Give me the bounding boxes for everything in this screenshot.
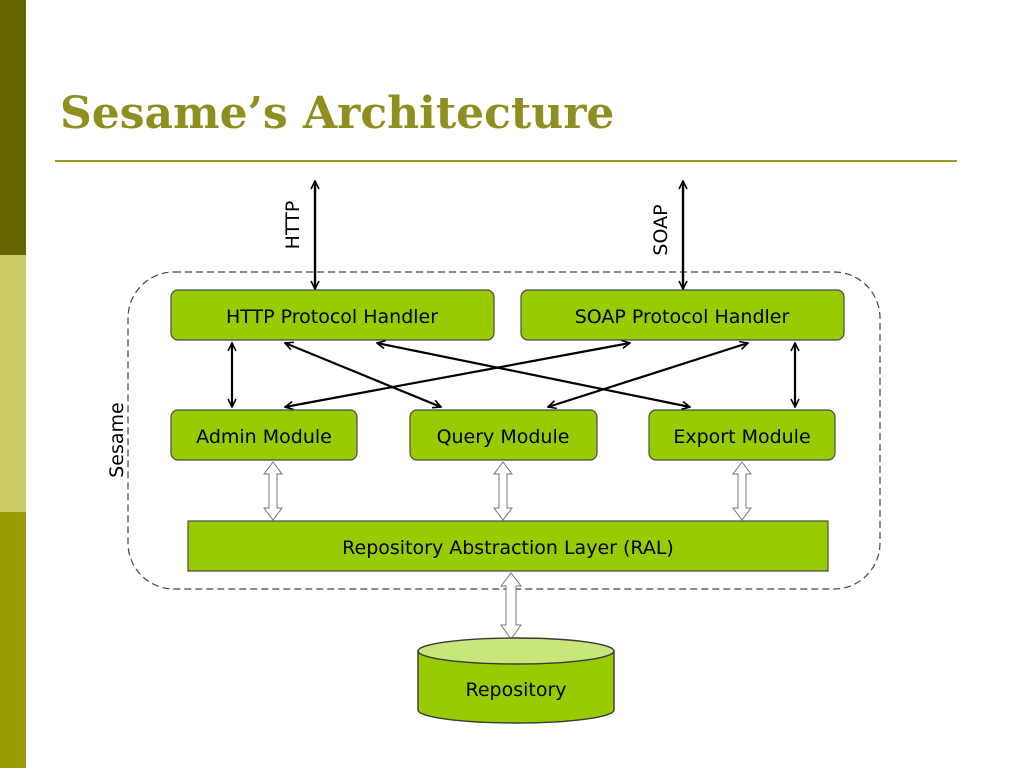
repository-abstraction-layer: Repository Abstraction Layer (RAL) (187, 520, 829, 572)
soap-interface-label: SOAP (650, 204, 672, 255)
repository-cylinder: Repository (417, 637, 615, 724)
arrow-ral-repository (499, 572, 523, 640)
http-handler-label: HTTP Protocol Handler (226, 306, 438, 328)
arrow-http-export (377, 343, 690, 407)
export-module: Export Module (648, 409, 836, 461)
admin-module: Admin Module (170, 409, 358, 461)
repository-label: Repository (465, 679, 566, 701)
slide-title: Sesame’s Architecture (60, 88, 615, 139)
admin-module-label: Admin Module (196, 426, 332, 448)
left-accent-bar (0, 0, 26, 768)
accent-segment-dark (0, 0, 26, 255)
arrow-admin-ral (263, 461, 283, 521)
arrow-query-ral (493, 461, 513, 521)
module-ral-connections (263, 461, 752, 521)
soap-handler-label: SOAP Protocol Handler (575, 306, 790, 328)
http-interface-label: HTTP (282, 201, 304, 250)
arrow-soap-query (548, 343, 748, 407)
ral-label: Repository Abstraction Layer (RAL) (342, 537, 674, 559)
accent-segment-olive (0, 512, 26, 768)
sesame-label: Sesame (106, 402, 128, 478)
accent-segment-light (0, 255, 26, 512)
query-module-label: Query Module (437, 426, 570, 448)
title-underline (55, 160, 957, 162)
arrow-export-ral (732, 461, 752, 521)
soap-protocol-handler: SOAP Protocol Handler (520, 289, 845, 341)
query-module: Query Module (409, 409, 598, 461)
handler-module-connections (232, 343, 795, 407)
arrow-http-query (285, 343, 441, 407)
http-protocol-handler: HTTP Protocol Handler (170, 289, 495, 341)
export-module-label: Export Module (673, 426, 810, 448)
sesame-boundary (127, 271, 881, 590)
